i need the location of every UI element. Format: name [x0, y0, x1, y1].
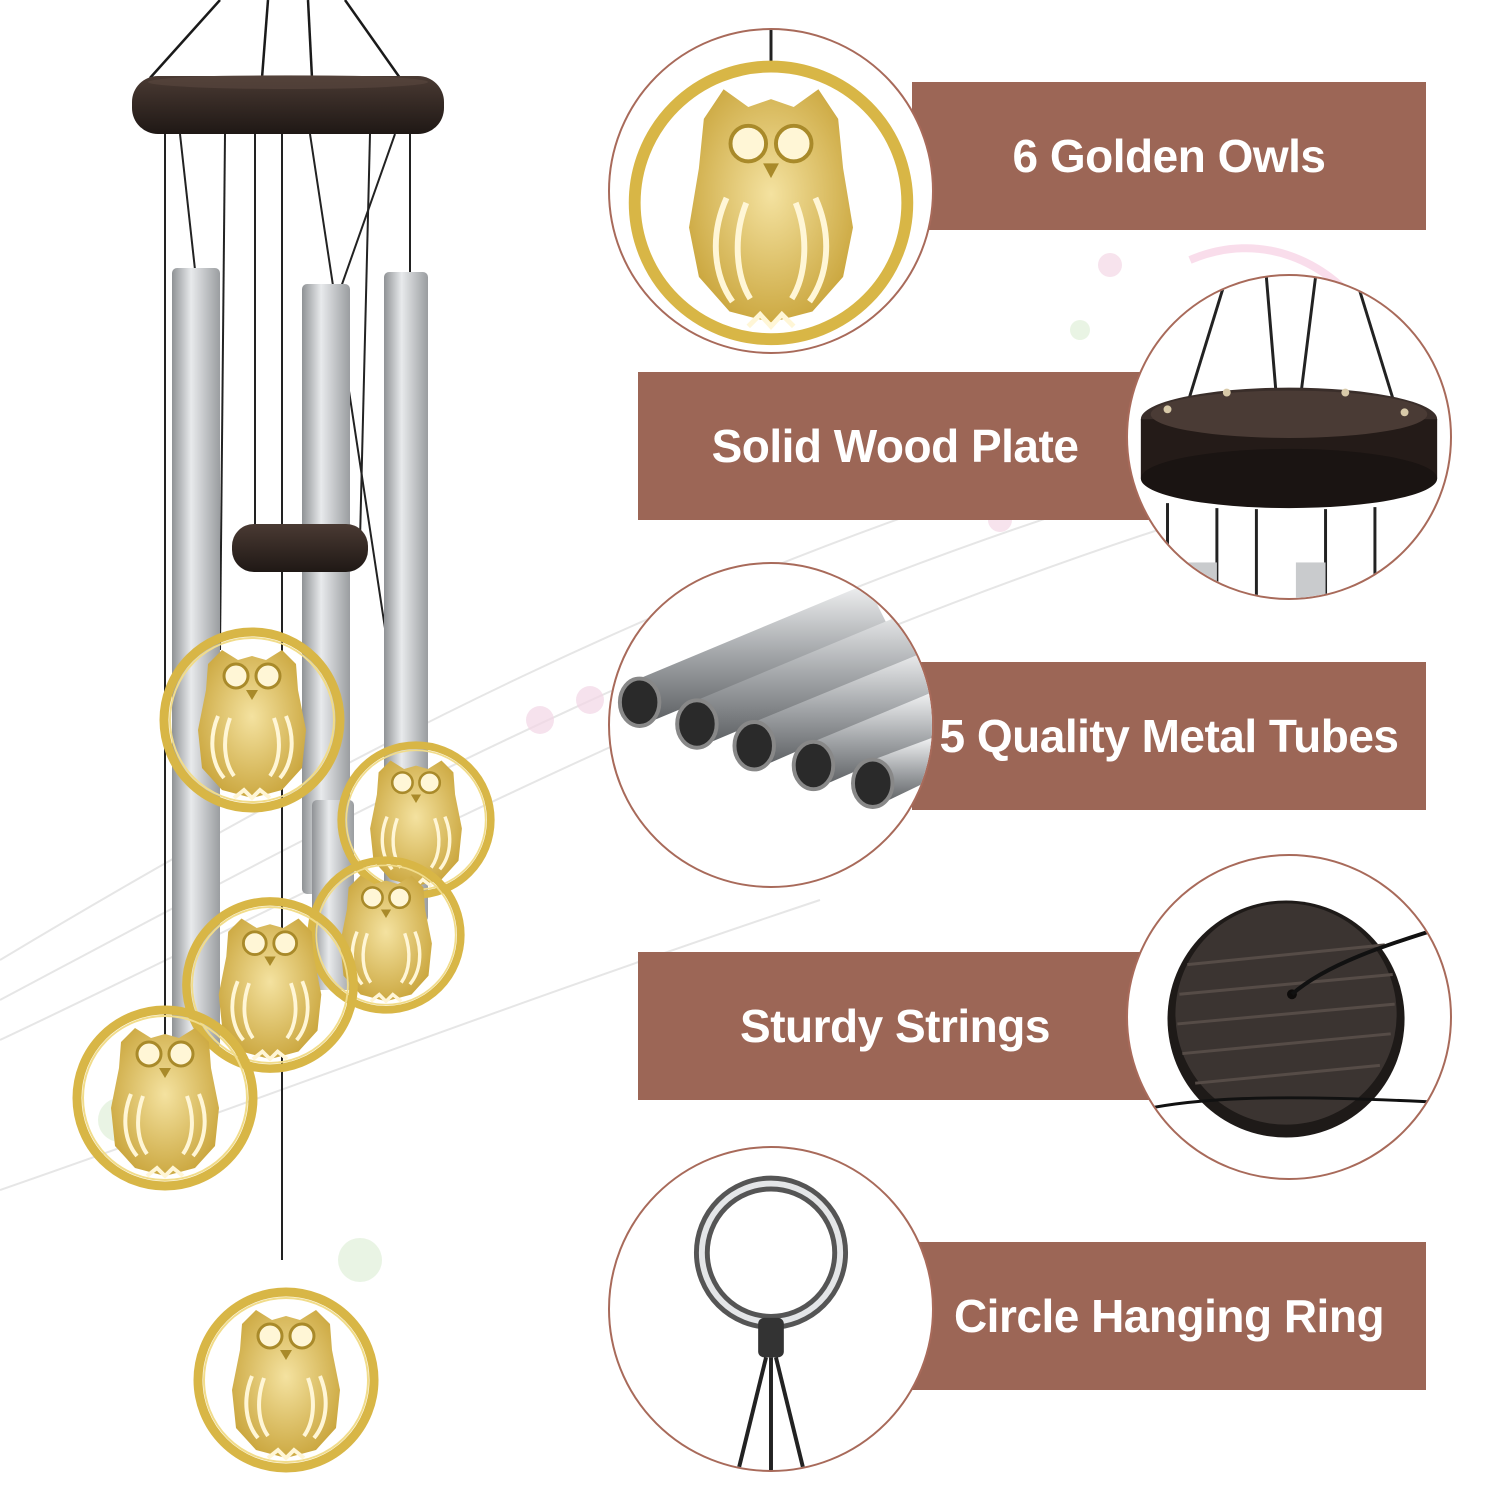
feature-label: 6 Golden Owls	[1012, 130, 1326, 182]
string-disc-icon	[1126, 854, 1452, 1180]
feature-label: 5 Quality Metal Tubes	[939, 710, 1399, 762]
metal-tubes-icon	[608, 562, 934, 888]
feature-banner-golden-owls: 6 Golden Owls	[912, 82, 1426, 230]
feature-banner-sturdy-strings: Sturdy Strings	[638, 952, 1152, 1100]
feature-banner-hanging-ring: Circle Hanging Ring	[912, 1242, 1426, 1390]
feature-label: Solid Wood Plate	[711, 420, 1079, 472]
wood-plate-icon	[1126, 274, 1452, 600]
feature-banner-metal-tubes: 5 Quality Metal Tubes	[912, 662, 1426, 810]
hanging-ring-icon	[608, 1146, 934, 1472]
owl-medallion-icon	[608, 28, 934, 354]
wind-chime-illustration	[0, 0, 620, 1500]
feature-label: Circle Hanging Ring	[953, 1290, 1385, 1342]
feature-label: Sturdy Strings	[740, 1000, 1050, 1052]
feature-banner-wood-plate: Solid Wood Plate	[638, 372, 1152, 520]
